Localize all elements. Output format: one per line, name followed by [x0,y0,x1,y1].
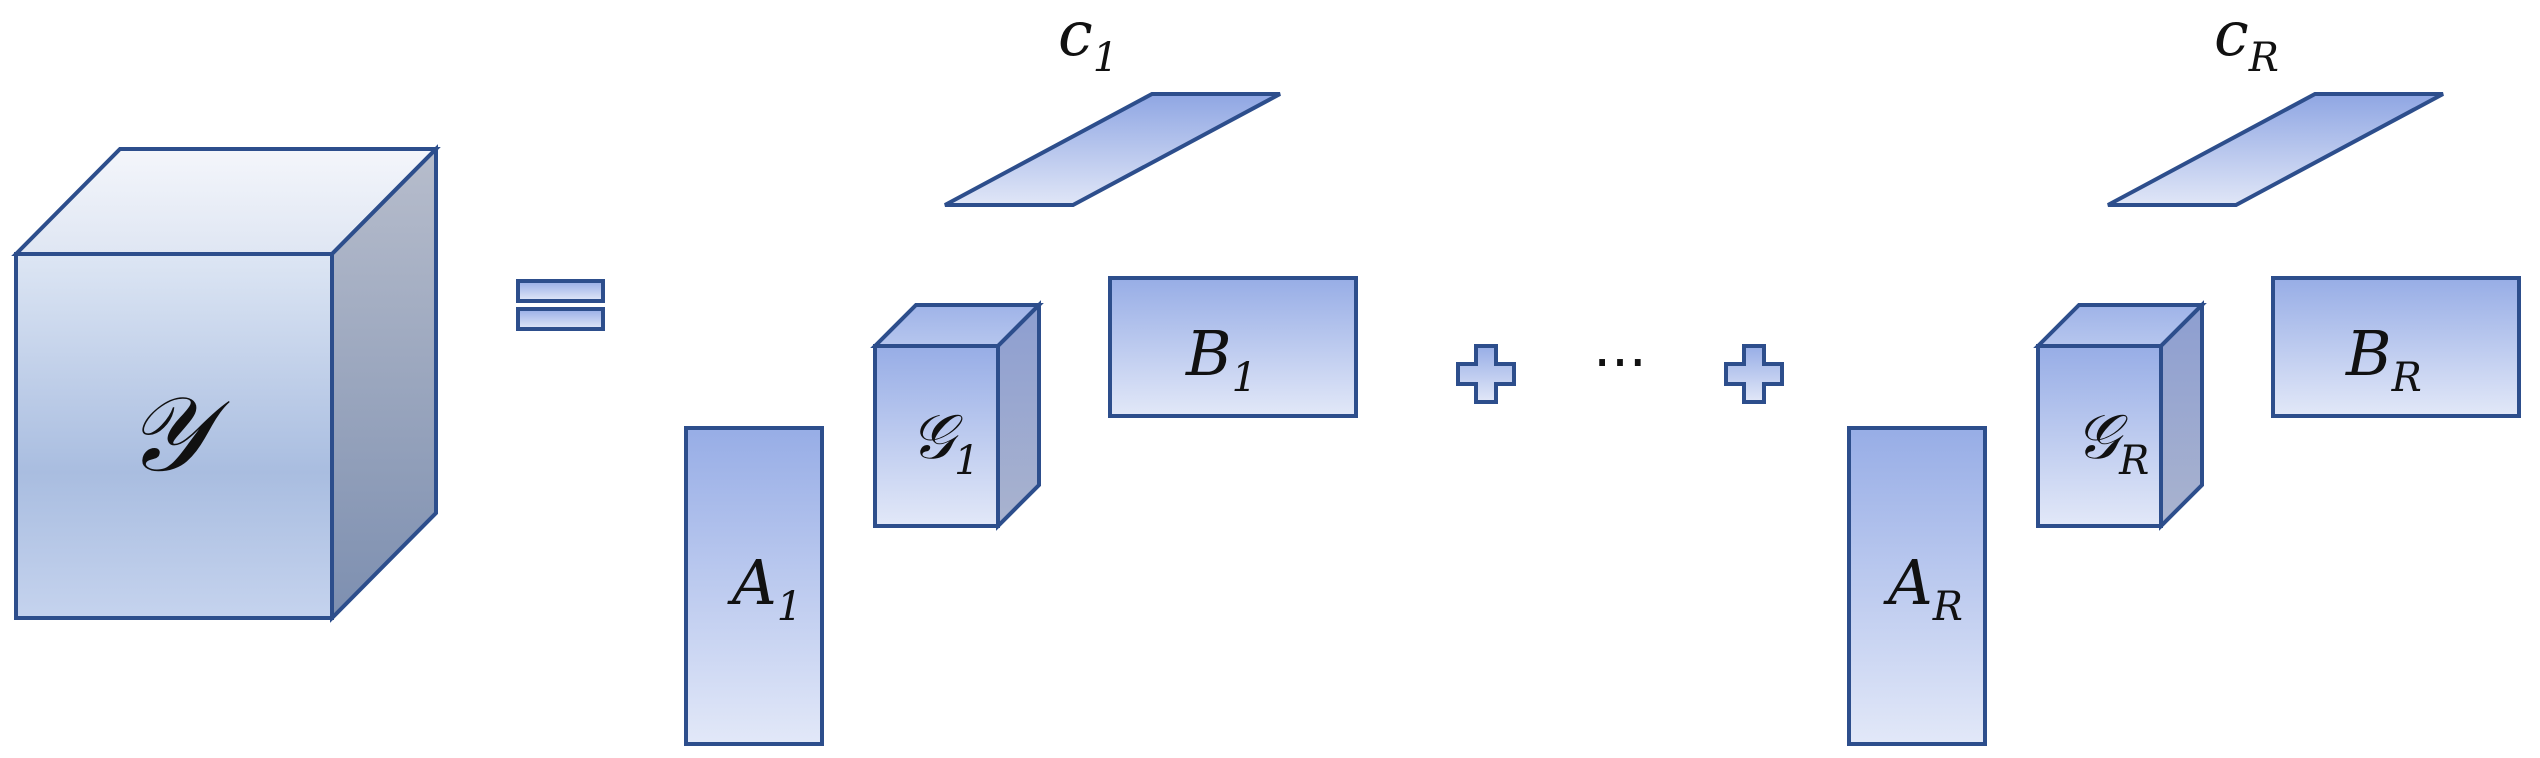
ellipsis: ··· [1593,331,1646,396]
core-g1-side-face [996,300,1041,531]
factor-a1-label: A1 [727,546,802,630]
factor-ar-block [1847,426,1987,746]
equals-bar-bottom [516,307,605,331]
factor-br-label: BR [2345,317,2422,401]
factor-b1-label: B1 [1185,317,1257,401]
factor-cr-slab [2107,92,2444,207]
core-gr-front-face [2036,344,2163,528]
core-g1-front-face [873,344,1000,528]
factor-a1-block [684,426,824,746]
tensor-y-front-face [14,252,334,620]
factor-cr-label: cR [2214,0,2279,81]
core-gr-cube: 𝒢R [2033,300,2207,531]
term-1: c1 A1 𝒢1 B1 [684,0,1358,746]
factor-ar-label: AR [1883,546,1963,630]
core-g1-cube: 𝒢1 [870,300,1044,531]
equals-bar-top [516,279,605,303]
tensor-y-cube: 𝒴 [11,144,441,623]
term-r: cR AR 𝒢R BR [1847,0,2521,746]
core-gr-side-face [2159,300,2204,531]
factor-c1-slab [944,92,1281,207]
factor-c1-label: c1 [1058,0,1118,81]
plus-sign-1 [1456,344,1516,404]
factor-br-block [2271,276,2521,418]
factor-b1-block [1108,276,1358,418]
equals-sign [516,279,605,331]
plus-sign-2 [1724,344,1784,404]
